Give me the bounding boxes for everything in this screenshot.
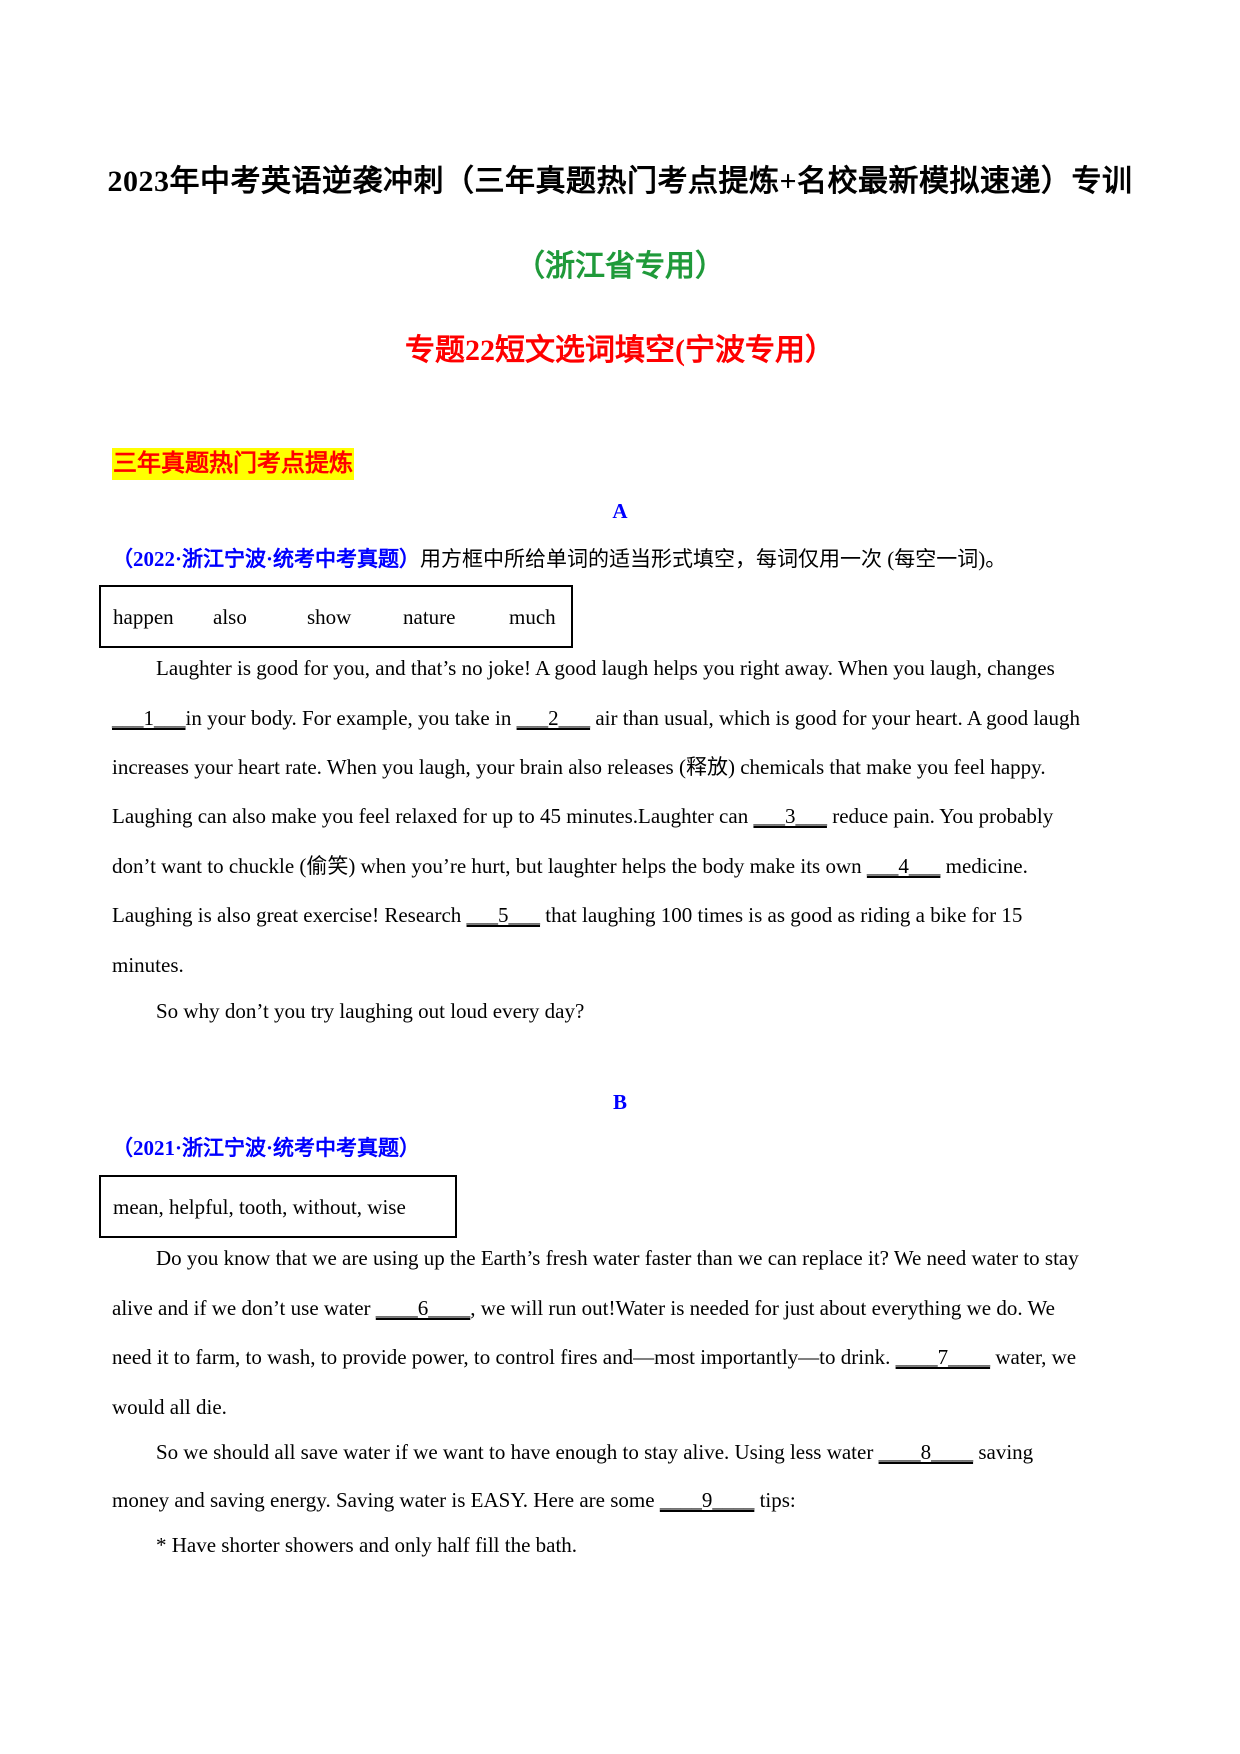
part-b-source: （2021·浙江宁波·统考中考真题）: [112, 1136, 421, 1160]
part-b-line: need it to farm, to wash, to provide pow…: [112, 1342, 1076, 1372]
text-segment: water, we: [990, 1345, 1077, 1369]
part-a-line: increases your heart rate. When you laug…: [112, 752, 1046, 782]
word-box-item: happen: [113, 604, 174, 629]
word-box-item: also: [213, 604, 247, 629]
text-segment: minutes.: [112, 953, 184, 977]
part-b-word-box: mean, helpful, tooth, without, wise: [99, 1175, 457, 1238]
part-b-letter: B: [612, 1090, 627, 1114]
text-segment: that laughing 100 times is as good as ri…: [540, 903, 1023, 927]
blank-9[interactable]: ____9____: [659, 1488, 755, 1512]
blank-8[interactable]: ____8____: [878, 1440, 974, 1464]
text-segment: So we should all save water if we want t…: [156, 1440, 879, 1464]
text-segment: don’t want to chuckle (偷笑) when you’re h…: [112, 854, 867, 878]
part-a-word-box: happen also show nature much: [99, 585, 573, 648]
part-a-line: ___1___in your body. For example, you ta…: [112, 703, 1080, 733]
text-segment: * Have shorter showers and only half fil…: [156, 1533, 578, 1557]
part-a-line: Laughing can also make you feel relaxed …: [112, 801, 1053, 831]
text-segment: Do you know that we are using up the Ear…: [156, 1246, 1079, 1270]
text-segment: Laughter is good for you, and that’s no …: [156, 656, 1055, 680]
topic-subtitle: 专题22短文选词填空(宁波专用）: [405, 334, 835, 367]
part-a-line: So why don’t you try laughing out loud e…: [156, 996, 584, 1026]
text-segment: in your body. For example, you take in: [185, 706, 517, 730]
part-b-line: * Have shorter showers and only half fil…: [156, 1530, 577, 1560]
word-box-item: nature: [403, 604, 456, 629]
text-segment: Laughing can also make you feel relaxed …: [112, 804, 754, 828]
part-a-line: don’t want to chuckle (偷笑) when you’re h…: [112, 851, 1028, 881]
word-box-text: mean, helpful, tooth, without, wise: [113, 1194, 406, 1219]
blank-5[interactable]: ___5___: [466, 903, 541, 927]
part-a-line: Laughing is also great exercise! Researc…: [112, 900, 1022, 930]
province-subtitle: （浙江省专用）: [515, 250, 725, 283]
blank-7[interactable]: ____7____: [895, 1345, 991, 1369]
blank-2[interactable]: ___2___: [516, 706, 591, 730]
part-b-line: would all die.: [112, 1392, 227, 1422]
part-b-line: alive and if we don’t use water ____6___…: [112, 1293, 1055, 1323]
part-b-source-line: （2021·浙江宁波·统考中考真题）: [112, 1133, 420, 1163]
text-segment: Laughing is also great exercise! Researc…: [112, 903, 467, 927]
part-a-source-line: （2022·浙江宁波·统考中考真题）用方框中所给单词的适当形式填空，每词仅用一次…: [112, 544, 1006, 574]
part-a-instruction: 用方框中所给单词的适当形式填空，每词仅用一次 (每空一词)。: [420, 547, 1007, 571]
part-a-letter: A: [612, 499, 628, 523]
part-b-line: Do you know that we are using up the Ear…: [156, 1243, 1079, 1273]
document-title: 2023年中考英语逆袭冲刺（三年真题热门考点提炼+名校最新模拟速递）专训: [107, 165, 1133, 198]
word-box-item: show: [307, 604, 352, 629]
text-segment: saving: [973, 1440, 1034, 1464]
text-segment: So why don’t you try laughing out loud e…: [156, 999, 585, 1023]
text-segment: , we will run out!Water is needed for ju…: [470, 1296, 1055, 1320]
word-box-item: much: [509, 604, 556, 629]
part-a-line: Laughter is good for you, and that’s no …: [156, 653, 1055, 683]
section-label: 三年真题热门考点提炼: [112, 448, 354, 480]
text-segment: air than usual, which is good for your h…: [590, 706, 1080, 730]
text-segment: tips:: [754, 1488, 796, 1512]
text-segment: money and saving energy. Saving water is…: [112, 1488, 660, 1512]
part-a-source: （2022·浙江宁波·统考中考真题）: [112, 547, 421, 571]
text-segment: would all die.: [112, 1395, 227, 1419]
text-segment: medicine.: [940, 854, 1028, 878]
blank-6[interactable]: ____6____: [375, 1296, 471, 1320]
part-b-line: money and saving energy. Saving water is…: [112, 1485, 796, 1515]
blank-3[interactable]: ___3___: [753, 804, 827, 828]
part-b-line: So we should all save water if we want t…: [156, 1437, 1033, 1467]
blank-1[interactable]: ___1___: [112, 706, 186, 730]
text-segment: need it to farm, to wash, to provide pow…: [112, 1345, 896, 1369]
text-segment: alive and if we don’t use water: [112, 1296, 376, 1320]
blank-4[interactable]: ___4___: [866, 854, 941, 878]
text-segment: increases your heart rate. When you laug…: [112, 755, 1046, 779]
part-a-line: minutes.: [112, 950, 184, 980]
text-segment: reduce pain. You probably: [826, 804, 1054, 828]
